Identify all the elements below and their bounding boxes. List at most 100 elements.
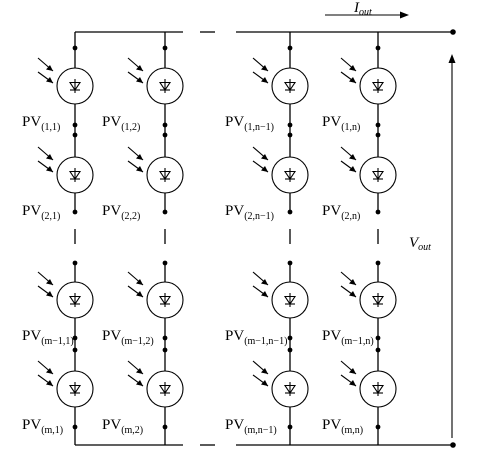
pv-cell-label: PV(1,2)	[102, 114, 140, 133]
pv-cell	[37, 271, 94, 319]
light-arrows-icon	[127, 146, 144, 173]
pv-cell-label-sub: (1,1)	[41, 122, 60, 133]
pv-cell	[37, 57, 94, 105]
pv-cell-label-sub: (m,2)	[121, 425, 143, 436]
junction-dot	[375, 335, 381, 341]
pv-cell-label-main: PV	[322, 328, 341, 344]
diode-icon	[283, 168, 297, 182]
pv-cell	[127, 57, 184, 105]
junction-dot	[72, 260, 78, 266]
light-arrows-icon	[252, 57, 269, 84]
pv-cell-label: PV(2,1)	[22, 203, 60, 222]
pv-cell	[252, 271, 309, 319]
diode-icon	[158, 293, 172, 307]
junction-dot	[72, 424, 78, 430]
pv-cell-label-main: PV	[225, 203, 244, 219]
pv-cell-label: PV(m−1,n−1)	[225, 328, 287, 347]
pv-cell-label-main: PV	[102, 203, 121, 219]
junction-dot	[375, 209, 381, 215]
pv-cell-label-sub: (m−1,n)	[341, 336, 374, 347]
pv-cell-label-sub: (2,1)	[41, 211, 60, 222]
pv-cell-label: PV(m−1,2)	[102, 328, 154, 347]
pv-cell	[340, 271, 397, 319]
pv-cell-label-main: PV	[225, 328, 244, 344]
diode-icon	[283, 382, 297, 396]
pv-cell	[340, 360, 397, 408]
light-arrows-icon	[37, 360, 54, 387]
diode-icon	[371, 79, 385, 93]
junction-dot	[162, 122, 168, 128]
pv-cell-label-sub: (1,n−1)	[244, 122, 274, 133]
light-arrows-icon	[340, 271, 357, 298]
light-arrows-icon	[127, 360, 144, 387]
pv-cell-label-main: PV	[322, 203, 341, 219]
pv-cell-label: PV(m−1,n)	[322, 328, 374, 347]
pv-cell-label-sub: (1,2)	[121, 122, 140, 133]
pv-cell-label-main: PV	[102, 417, 121, 433]
pv-cell	[127, 146, 184, 194]
junction-dot	[72, 132, 78, 138]
junction-dot	[72, 209, 78, 215]
pv-cell-label: PV(2,n−1)	[225, 203, 274, 222]
pv-cell	[252, 146, 309, 194]
pv-cells	[37, 57, 397, 408]
pv-cell-label: PV(m−1,1)	[22, 328, 74, 347]
pv-cell-label-main: PV	[102, 114, 121, 130]
pv-cell-label: PV(1,n)	[322, 114, 360, 133]
pv-cell-label-main: PV	[322, 114, 341, 130]
pv-cell-label: PV(m,n)	[322, 417, 363, 436]
diode-icon	[371, 293, 385, 307]
pv-cell-label-main: PV	[22, 114, 41, 130]
pv-cell	[340, 57, 397, 105]
diode-icon	[283, 293, 297, 307]
junction-dot	[162, 209, 168, 215]
pv-cell-label-sub: (1,n)	[341, 122, 360, 133]
negative-terminal	[450, 442, 456, 448]
pv-cell-label-sub: (m,n)	[341, 425, 363, 436]
diode-icon	[158, 382, 172, 396]
light-arrows-icon	[252, 360, 269, 387]
light-arrows-icon	[252, 146, 269, 173]
pv-cell-label-sub: (m−1,1)	[41, 336, 74, 347]
junction-dot	[72, 122, 78, 128]
junction-dot	[375, 132, 381, 138]
pv-cell	[127, 360, 184, 408]
light-arrows-icon	[340, 146, 357, 173]
pv-cell-label-sub: (2,n−1)	[244, 211, 274, 222]
pv-cell	[340, 146, 397, 194]
pv-cell-label-sub: (m−1,n−1)	[244, 336, 287, 347]
light-arrows-icon	[340, 360, 357, 387]
diode-icon	[371, 382, 385, 396]
junction-dot	[287, 335, 293, 341]
junction-dot	[287, 424, 293, 430]
positive-terminal	[450, 29, 456, 35]
light-arrows-icon	[37, 146, 54, 173]
output-voltage-label: Vout	[409, 235, 431, 253]
junction-dot	[72, 347, 78, 353]
pv-cell-label-main: PV	[102, 328, 121, 344]
junction-dot	[162, 347, 168, 353]
pv-cell-label: PV(2,n)	[322, 203, 360, 222]
pv-cell-label-main: PV	[22, 328, 41, 344]
diode-icon	[158, 168, 172, 182]
pv-cell-label-main: PV	[22, 417, 41, 433]
pv-cell-label-sub: (2,2)	[121, 211, 140, 222]
pv-cell-label-main: PV	[225, 417, 244, 433]
junction-dot	[375, 122, 381, 128]
junction-dot	[162, 132, 168, 138]
diode-icon	[68, 382, 82, 396]
output-voltage-arrow	[448, 54, 456, 438]
diode-icon	[68, 79, 82, 93]
junction-dot	[72, 335, 78, 341]
diode-icon	[283, 79, 297, 93]
output-current-arrow	[325, 11, 409, 19]
pv-cell-label: PV(m,2)	[102, 417, 143, 436]
pv-cell-label: PV(m,n−1)	[225, 417, 277, 436]
diode-icon	[158, 79, 172, 93]
pv-cell-label: PV(2,2)	[102, 203, 140, 222]
pv-cell-label-main: PV	[322, 417, 341, 433]
junction-dot	[375, 260, 381, 266]
pv-cell	[252, 360, 309, 408]
